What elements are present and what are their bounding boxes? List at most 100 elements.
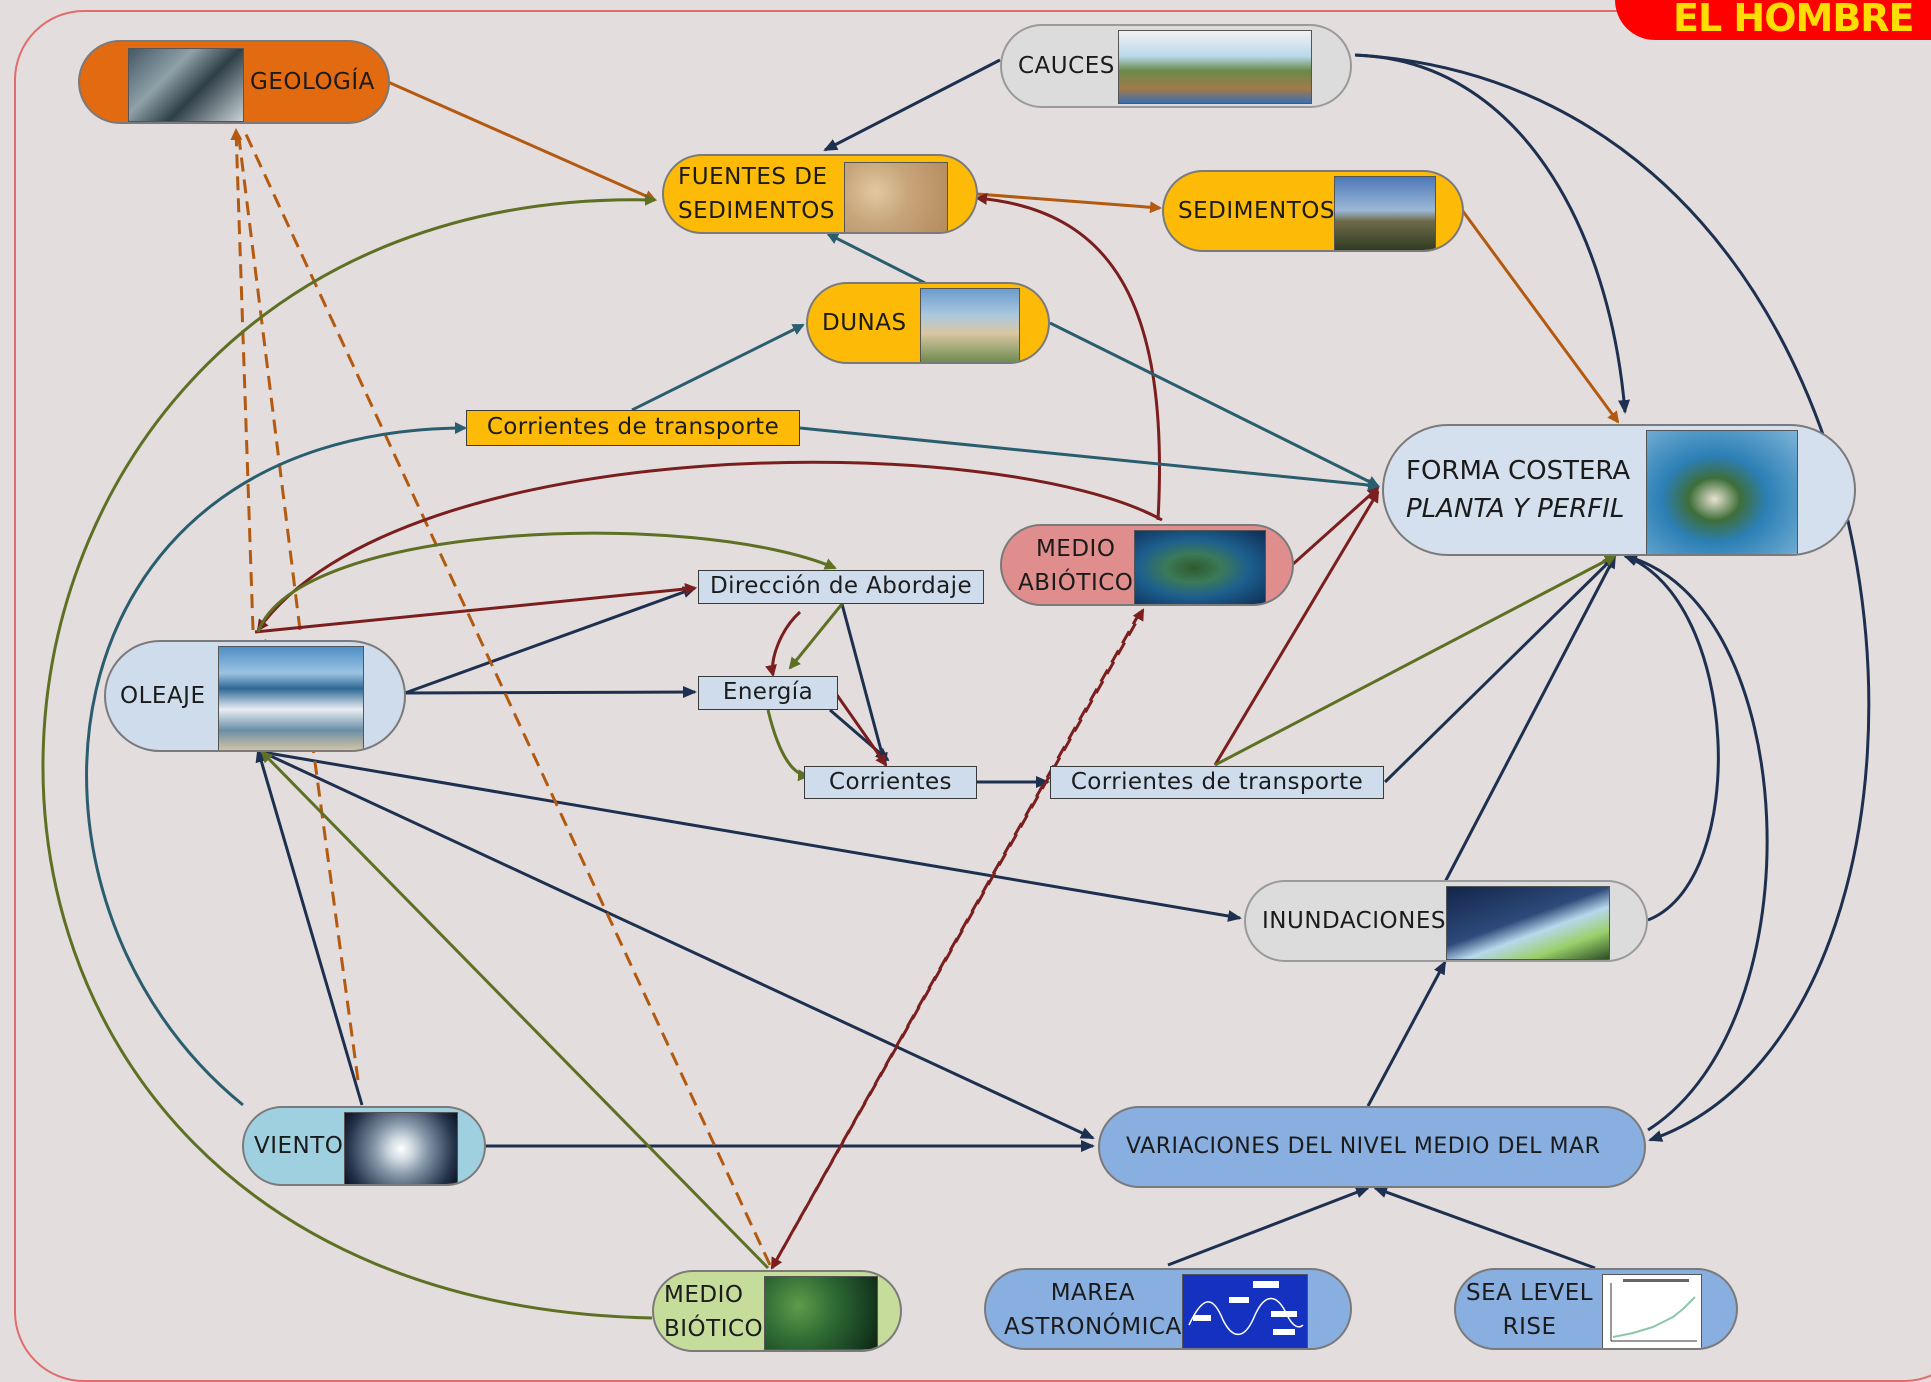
arrow-cauces-forma (1354, 53, 1630, 414)
box-corrientes[interactable]: Corrientes (804, 766, 977, 799)
forma-label: FORMA COSTERA PLANTA Y PERFIL (1406, 452, 1630, 528)
arrow-oleaje-energia (404, 686, 697, 699)
sealevel-label-line1: SEA LEVEL (1466, 1280, 1594, 1306)
arrow-abiotico-forma (1290, 486, 1380, 567)
node-sedimentos[interactable]: SEDIMENTOS (1162, 170, 1464, 252)
arrow-marea-variaciones (1167, 1186, 1370, 1267)
node-medio-biotico[interactable]: MEDIO BIÓTICO (652, 1270, 902, 1352)
node-oleaje[interactable]: OLEAJE (104, 640, 406, 752)
arrow-oleaje-geologia-dash (230, 128, 255, 631)
arrow-oleaje-direccion-olive (256, 531, 837, 633)
sedimentos-thumbnail (1334, 176, 1436, 250)
arrow-variaciones-forma (1623, 553, 1769, 1132)
cauces-thumbnail (1118, 30, 1312, 104)
corner-label: EL HOMBRE (1615, 0, 1931, 40)
node-sea-level-rise[interactable]: SEA LEVEL RISE (1454, 1268, 1738, 1350)
box-energia[interactable]: Energía (698, 676, 838, 710)
arrow-biotico-fuentes-olive (41, 193, 657, 1320)
arrow-geologia-fuentes (387, 80, 657, 202)
marea-chart-graphic (1188, 1281, 1304, 1336)
marea-label-line2: ASTRONÓMICA (1004, 1314, 1182, 1340)
arrow-transportetop-forma (799, 426, 1380, 491)
arrow-energia-corrientes-red (835, 694, 888, 767)
arrow-cauces-fuentes (823, 58, 1001, 152)
geologia-thumbnail (128, 48, 244, 122)
cauces-label: CAUCES (1018, 53, 1115, 79)
node-variaciones-nivel-mar[interactable]: VARIACIONES DEL NIVEL MEDIO DEL MAR (1098, 1106, 1646, 1188)
sealevel-chart-graphic (1610, 1279, 1697, 1342)
fuentes-thumbnail (844, 162, 948, 232)
marea-label: MAREA ASTRONÓMICA (1004, 1276, 1182, 1344)
node-inundaciones[interactable]: INUNDACIONES (1244, 880, 1648, 962)
geologia-label: GEOLOGÍA (250, 69, 375, 95)
dunas-thumbnail (920, 288, 1020, 362)
node-dunas[interactable]: DUNAS (806, 282, 1050, 364)
box-corrientes-transporte-top[interactable]: Corrientes de transporte (466, 410, 800, 446)
abiotico-thumbnail (1134, 530, 1266, 604)
sealevel-thumbnail (1602, 1274, 1702, 1348)
node-cauces[interactable]: CAUCES (1000, 24, 1352, 108)
arrow-oleaje-inundaciones (261, 750, 1242, 922)
arrow-abiotico-biotico-dash (770, 611, 1142, 1270)
sealevel-label-line2: RISE (1502, 1314, 1557, 1340)
dunas-label: DUNAS (822, 310, 907, 336)
oleaje-label: OLEAJE (120, 683, 206, 709)
viento-label: VIENTO (254, 1133, 344, 1159)
inundaciones-thumbnail (1446, 886, 1610, 960)
arrow-dunas-forma (1049, 321, 1380, 488)
arrow-inundaciones-forma (1443, 554, 1617, 883)
arrow-sealevel-variaciones (1373, 1186, 1596, 1270)
arrow-transporte-dunas (631, 323, 805, 412)
box-direccion-abordaje[interactable]: Dirección de Abordaje (698, 570, 984, 604)
arrow-direccion-corrientes (840, 603, 888, 767)
arrow-viento-oleaje (255, 748, 364, 1106)
arrow-direccion-energia-olive (788, 603, 844, 670)
arrow-oleaje-geologia-dash2 (236, 129, 302, 631)
arrow-oleaje-direccion (404, 586, 697, 695)
fuentes-label-line1: FUENTES DE (678, 164, 828, 190)
arrow-oleaje-variaciones (261, 750, 1095, 1140)
arrow-inundaciones-forma-curve (1623, 554, 1720, 922)
fuentes-label: FUENTES DE SEDIMENTOS (678, 160, 835, 228)
arrow-abiotico-oleaje (256, 460, 1163, 632)
arrow-abiotico-fuentes (975, 192, 1161, 521)
abiotico-label-line1: MEDIO (1035, 536, 1116, 562)
biotico-label-line2: BIÓTICO (664, 1316, 764, 1342)
biotico-thumbnail (764, 1276, 878, 1350)
biotico-label-line1: MEDIO (664, 1282, 744, 1308)
inundaciones-label: INUNDACIONES (1262, 908, 1446, 934)
marea-label-line1: MAREA (1050, 1280, 1136, 1306)
abiotico-label: MEDIO ABIÓTICO (1018, 532, 1133, 600)
arrow-oleaje-direccion-red (254, 583, 697, 634)
node-forma-costera[interactable]: FORMA COSTERA PLANTA Y PERFIL (1382, 424, 1856, 556)
box-corrientes-transporte-bottom[interactable]: Corrientes de transporte (1050, 766, 1384, 799)
arrow-fuentes-sedimentos (976, 192, 1162, 214)
fuentes-label-line2: SEDIMENTOS (678, 198, 835, 224)
sealevel-label: SEA LEVEL RISE (1466, 1276, 1593, 1344)
arrow-cauces-variaciones (1354, 53, 1871, 1142)
arrow-transporte-forma-olive (1214, 554, 1617, 767)
node-geologia[interactable]: GEOLOGÍA (78, 40, 390, 124)
node-medio-abiotico[interactable]: MEDIO ABIÓTICO (1000, 524, 1294, 606)
arrow-transporte-forma-red (1213, 490, 1380, 766)
forma-thumbnail (1646, 430, 1798, 554)
arrow-biotico-oleaje-olive (260, 750, 770, 1270)
arrow-sedimentos-forma (1460, 209, 1620, 424)
variaciones-label: VARIACIONES DEL NIVEL MEDIO DEL MAR (1126, 1134, 1601, 1159)
viento-thumbnail (344, 1112, 458, 1184)
arrow-biotico-geologia-dash (242, 129, 772, 1266)
node-fuentes-sedimentos[interactable]: FUENTES DE SEDIMENTOS (662, 154, 978, 234)
arrow-direccion-energia-red (765, 610, 802, 677)
abiotico-label-line2: ABIÓTICO (1018, 570, 1134, 596)
arrow-dunas-fuentes (826, 232, 926, 285)
marea-thumbnail (1182, 1274, 1308, 1348)
forma-label-line2: PLANTA Y PERFIL (1406, 494, 1625, 524)
arrow-variaciones-inundaciones (1366, 960, 1447, 1107)
biotico-label: MEDIO BIÓTICO (664, 1278, 763, 1346)
sedimentos-label: SEDIMENTOS (1178, 198, 1335, 224)
arrow-transporte-forma (1383, 554, 1617, 784)
forma-label-line1: FORMA COSTERA (1406, 456, 1631, 486)
node-marea-astronomica[interactable]: MAREA ASTRONÓMICA (984, 1268, 1352, 1350)
node-viento[interactable]: VIENTO (242, 1106, 486, 1186)
